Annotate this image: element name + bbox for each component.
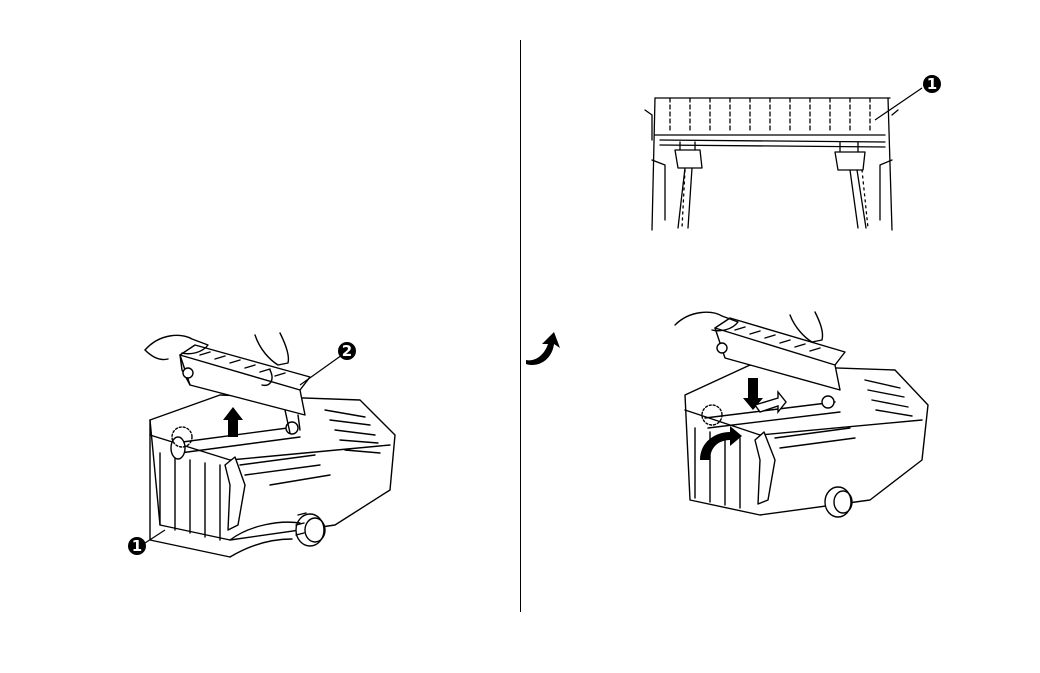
figure-tractor-top-view: 1 xyxy=(630,70,950,235)
callout-label: 1 xyxy=(927,75,937,93)
figure-install-tractor-unit xyxy=(660,310,940,520)
callout-label: 1 xyxy=(132,537,142,555)
curved-arrow-icon xyxy=(522,330,562,370)
figure-remove-tractor-unit: 1 2 xyxy=(120,325,410,565)
callout-badge-2: 2 xyxy=(338,342,356,360)
callout-label: 2 xyxy=(342,342,352,360)
callout-badge-1: 1 xyxy=(128,537,146,555)
column-divider xyxy=(520,40,521,612)
callout-badge-1: 1 xyxy=(923,75,941,93)
